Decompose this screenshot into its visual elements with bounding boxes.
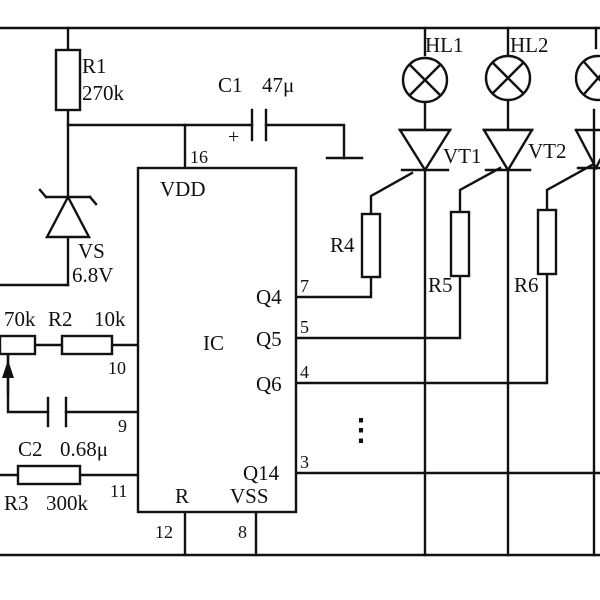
lamp-hl2 <box>484 54 532 102</box>
q4-line <box>294 275 373 299</box>
ic-vdd-label: VDD <box>160 177 206 201</box>
lamp-hl3 <box>574 54 600 102</box>
lamp-icon <box>574 54 600 102</box>
ic-q14-label: Q14 <box>243 461 280 485</box>
r3-value: 300k <box>46 491 89 515</box>
c2-value: 0.68μ <box>60 437 108 461</box>
r3-name: R3 <box>4 491 29 515</box>
pin-12: 12 <box>155 522 173 542</box>
ic-q6-label: Q6 <box>256 372 282 396</box>
r5-name: R5 <box>428 273 453 297</box>
pot-value: 70k <box>4 307 36 331</box>
thyristor-vt3 <box>574 128 600 171</box>
vt2-name: VT2 <box>528 139 567 163</box>
ic-body <box>136 166 298 514</box>
ic-vss-label: VSS <box>230 484 269 508</box>
hl2-name: HL2 <box>510 33 549 57</box>
r1-resistor <box>54 48 82 112</box>
pin-16: 16 <box>190 147 208 167</box>
wiper-arrow-icon <box>2 360 14 378</box>
r2-value: 10k <box>94 307 126 331</box>
vs-name: VS <box>78 239 105 263</box>
lamp-hl1 <box>401 56 449 104</box>
thyristor-vt1 <box>397 128 453 173</box>
q5-line <box>294 274 462 340</box>
ic-r-label: R <box>175 484 189 508</box>
r6-name: R6 <box>514 273 539 297</box>
r5-resistor <box>449 210 471 278</box>
pin-7: 7 <box>300 276 309 296</box>
r4-name: R4 <box>330 233 355 257</box>
hl1-name: HL1 <box>425 33 464 57</box>
ic-q5-label: Q5 <box>256 327 282 351</box>
zener-diode-vs <box>38 188 98 239</box>
ic-name: IC <box>203 331 224 355</box>
r5-base-line <box>458 166 502 214</box>
r2-resistor <box>60 334 114 356</box>
c1-value: 47μ <box>262 73 294 97</box>
vs-value: 6.8V <box>72 263 113 287</box>
vdd-feed <box>66 123 187 170</box>
capacitor-c1 <box>250 108 268 142</box>
r1-name: R1 <box>82 54 107 78</box>
r1-value: 270k <box>82 81 125 105</box>
pin-11: 11 <box>110 481 127 501</box>
vt1-name: VT1 <box>443 144 482 168</box>
more-outputs-ellipsis: ⋮ <box>346 414 376 447</box>
potentiometer <box>0 334 37 397</box>
r6-resistor <box>536 208 558 276</box>
pin-5: 5 <box>300 317 309 337</box>
pin-8: 8 <box>238 522 247 542</box>
thyristor-vt2 <box>481 128 535 173</box>
c1-right-lead <box>264 123 346 160</box>
q6-line <box>294 272 549 385</box>
c1-name: C1 <box>218 73 243 97</box>
r6-base-line <box>545 163 594 212</box>
ic-q4-label: Q4 <box>256 285 282 309</box>
pin-4: 4 <box>300 362 309 382</box>
pin-10: 10 <box>108 358 126 378</box>
r3-resistor <box>16 464 82 486</box>
labels: R1 270k C1 47μ + VS 6.8V 70k R2 10k C2 0… <box>4 33 567 542</box>
r2-name: R2 <box>48 307 73 331</box>
r4-resistor <box>360 212 382 279</box>
pin-9: 9 <box>118 416 127 436</box>
c2-name: C2 <box>18 437 43 461</box>
capacitor-c2 <box>46 396 68 428</box>
r4-base-line <box>369 171 414 216</box>
pin-3: 3 <box>300 452 309 472</box>
c1-polarity: + <box>228 126 239 148</box>
